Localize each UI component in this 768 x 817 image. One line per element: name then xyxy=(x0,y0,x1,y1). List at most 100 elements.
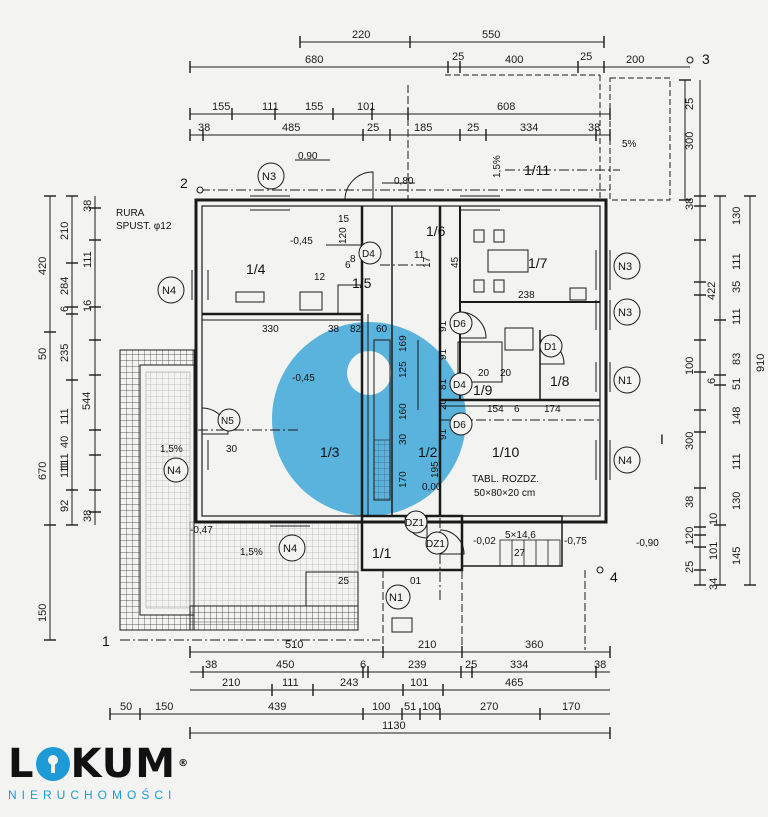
slope-1-5-terrace: 1,5% xyxy=(160,444,183,455)
dim-right-6: 6 xyxy=(706,378,718,384)
dim-right-130a: 130 xyxy=(731,207,743,225)
dim-left-111a: 111 xyxy=(82,251,94,268)
axis-lines xyxy=(120,169,620,641)
level-045-a: -0,45 xyxy=(290,236,313,247)
dim-int-160: 160 xyxy=(398,403,409,420)
dim-int-20b: 20 xyxy=(500,368,512,379)
dim-top-25c: 25 xyxy=(367,122,379,134)
marker-d4-mid: D4 xyxy=(453,380,466,391)
marker-n3-right-b: N3 xyxy=(618,307,632,319)
dim-int-91b: 91 xyxy=(438,348,449,360)
room-1-4: 1/4 xyxy=(246,261,266,277)
dim-right-111a: 111 xyxy=(731,253,743,270)
dim-right-34: 34 xyxy=(708,578,720,590)
dim-right-38b: 38 xyxy=(684,496,696,508)
dim-int-170: 170 xyxy=(398,471,409,488)
dim-int-30b: 30 xyxy=(226,444,238,455)
room-1-6: 1/6 xyxy=(426,223,446,239)
dim-left-544: 544 xyxy=(81,392,93,410)
dim-right-25a: 25 xyxy=(684,98,696,110)
dim-left-111c: 111 xyxy=(59,453,71,470)
bottom-dimension-lines xyxy=(109,560,611,739)
dim-bot-51: 51 xyxy=(404,701,416,713)
level-045-b: -0,45 xyxy=(292,373,315,384)
room-1-10: 1/10 xyxy=(492,444,519,460)
dim-right-10: 10 xyxy=(708,513,720,525)
dim-top-25b: 25 xyxy=(580,51,592,63)
dim-int-330: 330 xyxy=(262,324,279,335)
dim-bot-465: 465 xyxy=(505,677,523,689)
dim-top-25a: 25 xyxy=(452,51,464,63)
marker-n1-bottom: N1 xyxy=(389,592,403,604)
dim-bot-total: 1130 xyxy=(382,720,406,732)
dim-left-40: 40 xyxy=(59,436,71,448)
bottom-dimension-labels: 1 510 210 360 38 450 6 239 25 334 38 210… xyxy=(102,633,606,732)
slope-5: 5% xyxy=(622,139,637,150)
dim-top-400: 400 xyxy=(505,54,523,66)
dim-left-38b: 38 xyxy=(82,510,94,522)
marker-n4-terrace: N4 xyxy=(167,465,181,477)
dim-bot-50: 50 xyxy=(120,701,132,713)
marker-d4-top: D4 xyxy=(362,249,375,260)
dim-int-174: 174 xyxy=(544,404,561,415)
dim-bot-101: 101 xyxy=(410,677,428,689)
room-1-2: 1/2 xyxy=(418,444,438,460)
right-dimension-labels: 910 300 38 422 6 300 145 25 130 111 35 1… xyxy=(684,98,767,590)
dim-int-45: 45 xyxy=(450,256,461,268)
logo-letters-kum: KUM xyxy=(70,741,177,787)
marker-n3-right-a: N3 xyxy=(618,261,632,273)
dim-int-30: 30 xyxy=(398,433,409,445)
note-rura: RURA xyxy=(116,208,145,219)
dim-left-16: 16 xyxy=(82,300,94,312)
dim-int-38: 38 xyxy=(328,324,340,335)
dim-bot-100a: 100 xyxy=(372,701,390,713)
axis-markers xyxy=(196,56,694,574)
dim-left-235: 235 xyxy=(59,344,71,362)
marker-dz1-b: DZ1 xyxy=(426,539,445,550)
dim-bot-38b: 38 xyxy=(594,659,606,671)
dim-top-680: 680 xyxy=(305,54,323,66)
room-1-11: 1/11 xyxy=(524,162,550,178)
dim-int-8: 8 xyxy=(350,254,356,265)
dim-bot-210b: 210 xyxy=(222,677,240,689)
dim-top-101: 101 xyxy=(357,101,375,113)
dim-top-200: 200 xyxy=(626,54,644,66)
dim-top-38b: 38 xyxy=(588,122,600,134)
dim-right-100: 100 xyxy=(684,357,696,375)
marker-n4-left: N4 xyxy=(162,285,176,297)
dim-bot-111: 111 xyxy=(282,677,299,689)
left-dimension-labels: 420 670 150 210 284 6 235 544 111 92 38 … xyxy=(37,200,94,622)
dim-int-12: 12 xyxy=(314,272,326,283)
dim-left-150: 150 xyxy=(37,604,49,622)
dim-left-38a: 38 xyxy=(82,200,94,212)
dim-int-60: 60 xyxy=(376,324,388,335)
dim-top-38a: 38 xyxy=(198,122,210,134)
marker-d6-top: D6 xyxy=(453,319,466,330)
dim-int-195: 195 xyxy=(430,461,441,478)
dim-bot-360: 360 xyxy=(525,639,543,651)
dim-bot-6: 6 xyxy=(360,659,366,671)
logo-tagline: NIERUCHOMOŚCI xyxy=(8,788,177,802)
dim-bot-210: 210 xyxy=(418,639,436,651)
dim-int-91a: 91 xyxy=(438,320,449,332)
logo-letter-l: L xyxy=(8,741,35,787)
dim-left-6: 6 xyxy=(59,306,71,312)
note-spust: SPUST. φ12 xyxy=(116,221,172,232)
slope-1-5-top: 1,5% xyxy=(492,155,503,178)
dim-bot-239: 239 xyxy=(408,659,426,671)
note-tabl-rozdz: TABL. ROZDZ. xyxy=(472,474,539,485)
dim-bot-243: 243 xyxy=(340,677,358,689)
room-1-7: 1/7 xyxy=(528,255,548,271)
dim-top-155b: 155 xyxy=(305,101,323,113)
dim-bot-450: 450 xyxy=(276,659,294,671)
level-047: -0,47 xyxy=(190,525,213,536)
dim-int-82: 82 xyxy=(350,324,362,335)
dim-right-35: 35 xyxy=(731,281,743,293)
level-080: 0,80 xyxy=(394,176,414,187)
dim-int-125: 125 xyxy=(398,361,409,378)
dim-int-20a: 20 xyxy=(478,368,490,379)
fixtures xyxy=(235,229,587,607)
dim-right-300a: 300 xyxy=(684,132,696,150)
